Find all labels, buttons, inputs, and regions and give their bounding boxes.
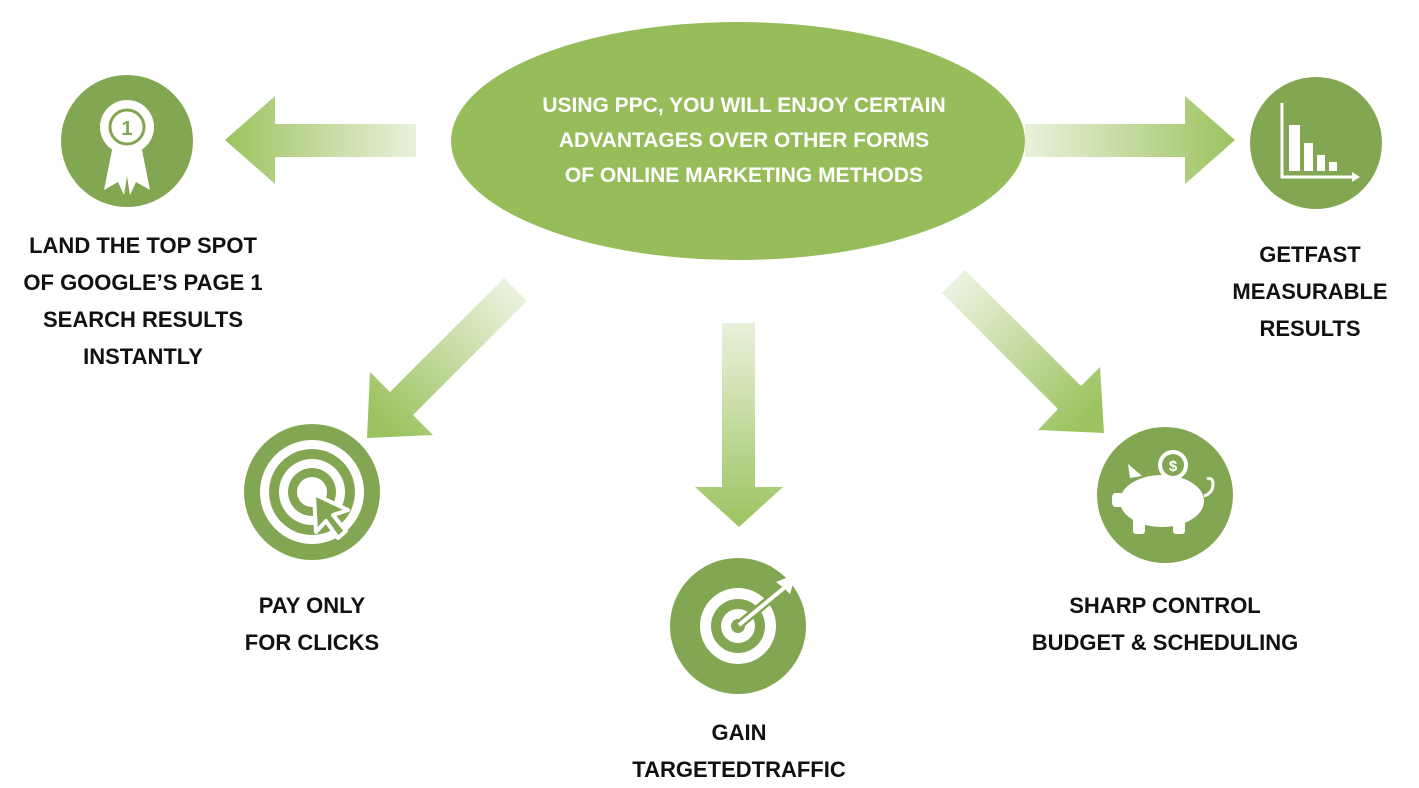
label-clicks: PAY ONLY FOR CLICKS [212, 587, 412, 661]
center-statement: USING PPC, YOU WILL ENJOY CERTAIN ADVANT… [452, 88, 1036, 193]
label-budget: SHARP CONTROL BUDGET & SCHEDULING [1005, 587, 1325, 661]
label-line: RESULTS [1259, 316, 1361, 341]
center-line: OF ONLINE MARKETING METHODS [564, 164, 924, 187]
label-line: GETFAST [1259, 242, 1361, 267]
arrow-left [225, 96, 416, 184]
label-traffic: GAIN TARGETEDTRAFFIC [619, 714, 859, 788]
coin-symbol: $ [1169, 458, 1178, 475]
target-arrow-icon [670, 558, 806, 694]
label-line: OF GOOGLE’S PAGE 1 [23, 270, 263, 295]
bar-chart-icon [1250, 77, 1382, 209]
label-line: MEASURABLE [1232, 279, 1388, 304]
target-cursor-icon [244, 424, 380, 560]
label-line: SHARP CONTROL [1069, 593, 1261, 618]
center-ellipse [451, 22, 1025, 260]
arrow-down [695, 323, 783, 527]
label-line: FOR CLICKS [244, 630, 380, 655]
label-line: PAY ONLY [258, 593, 366, 618]
center-line: ADVANTAGES OVER OTHER FORMS [558, 129, 930, 152]
label-line: GAIN [711, 720, 767, 745]
label-top-spot: LAND THE TOP SPOT OF GOOGLE’S PAGE 1 SEA… [0, 227, 286, 375]
arrow-down-left [367, 278, 527, 438]
piggy-bank-icon: $ [1097, 427, 1233, 563]
label-line: SEARCH RESULTS [42, 307, 244, 332]
badge-number: 1 [121, 118, 132, 140]
label-line: INSTANTLY [83, 344, 203, 369]
label-line: TARGETEDTRAFFIC [632, 757, 846, 782]
label-measurable: GETFAST MEASURABLE RESULTS [1205, 236, 1415, 347]
center-line: USING PPC, YOU WILL ENJOY CERTAIN [542, 94, 946, 117]
label-line: BUDGET & SCHEDULING [1031, 630, 1299, 655]
arrow-down-right [942, 270, 1104, 433]
award-ribbon-icon: 1 [61, 75, 193, 207]
label-line: LAND THE TOP SPOT [29, 233, 257, 258]
arrow-right [1025, 96, 1235, 184]
